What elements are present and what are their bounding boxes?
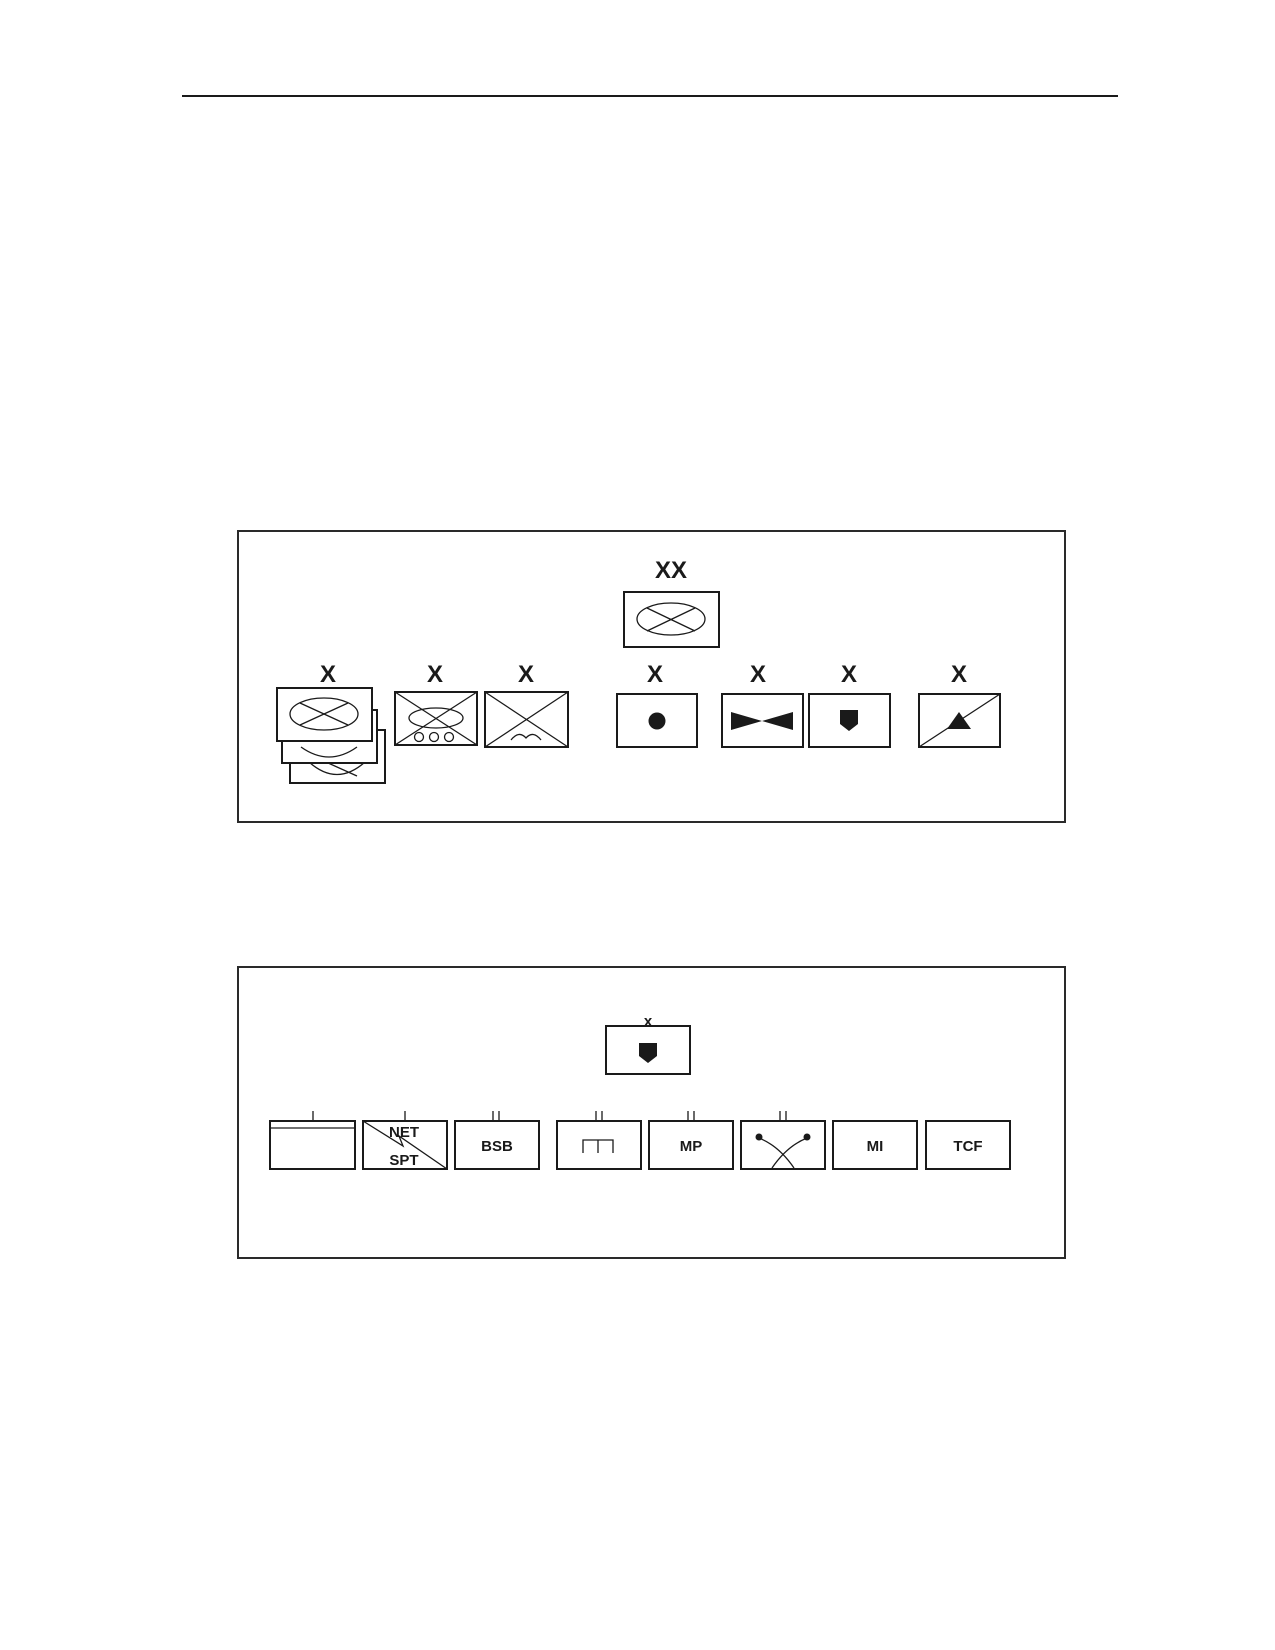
armor-oval-icon [408,707,464,729]
unit-frame [362,1120,448,1170]
unit-frame [454,1120,540,1170]
engineer-bridge-icon [582,1139,614,1153]
shield-icon [639,1043,657,1063]
unit-frame [269,1120,356,1170]
fires-brigade-symbol: X [616,661,698,748]
mechanized-brigade-symbol: X [394,661,478,746]
panel-2-diagram: x NET SPT BSB [269,1013,1011,1170]
echelon-label: X [647,661,663,688]
sustainment-brigade-symbol: X [808,661,891,748]
triangle-icon [947,712,971,729]
panel-1-diagram: XX X X [276,557,1001,784]
armor-oval-icon [289,697,359,731]
aviation-brigade-symbol: X [721,661,804,748]
panel-sustainment-brigade: x NET SPT BSB [237,966,1066,1259]
bowtie-icon [731,712,793,730]
header-rule [182,95,1118,97]
wheel-icon [413,731,425,743]
unit-label: MI [867,1138,884,1155]
echelon-label: X [841,661,857,688]
bsb-symbol: BSB [454,1111,540,1170]
unit-label: MP [680,1138,703,1155]
signal-node-icon [755,1133,763,1141]
hhc-symbol [269,1111,356,1170]
echelon-label: X [320,661,336,688]
panel-organization-division: XX X X [237,530,1066,823]
echelon-label: X [951,661,967,688]
shield-icon [840,710,858,731]
sustainment-hq-symbol: x [605,1013,691,1075]
air-assault-wings-icon [510,733,542,741]
military-intelligence-symbol: MI [832,1120,918,1170]
echelon-label: X [427,661,443,688]
unit-frame [740,1120,826,1170]
wheel-icon [428,731,440,743]
division-hq-symbol: XX [623,557,720,648]
network-support-symbol: NET SPT [362,1111,448,1170]
tcf-symbol: TCF [925,1120,1011,1170]
unit-frame [648,1120,734,1170]
wheel-icon [443,731,455,743]
unit-label: BSB [481,1138,513,1155]
unit-frame [556,1120,642,1170]
unit-label-bottom: SPT [389,1152,418,1169]
air-assault-brigade-symbol: X [484,661,569,748]
echelon-label: X [518,661,534,688]
unit-frame [832,1120,918,1170]
air-defense-brigade-symbol: X [918,661,1001,748]
unit-label: TCF [953,1138,982,1155]
military-police-symbol: MP [648,1111,734,1170]
engineer-symbol [556,1111,642,1170]
brigade-stack-symbol: X [276,661,386,784]
echelon-label: X [750,661,766,688]
unit-label-top: NET [389,1124,419,1141]
echelon-label: XX [655,557,687,584]
signal-symbol [740,1111,826,1170]
echelon-label: x [644,1013,653,1030]
signal-node-icon [803,1133,811,1141]
armor-oval-icon [636,602,706,636]
dot-icon [648,712,666,730]
unit-frame [925,1120,1011,1170]
